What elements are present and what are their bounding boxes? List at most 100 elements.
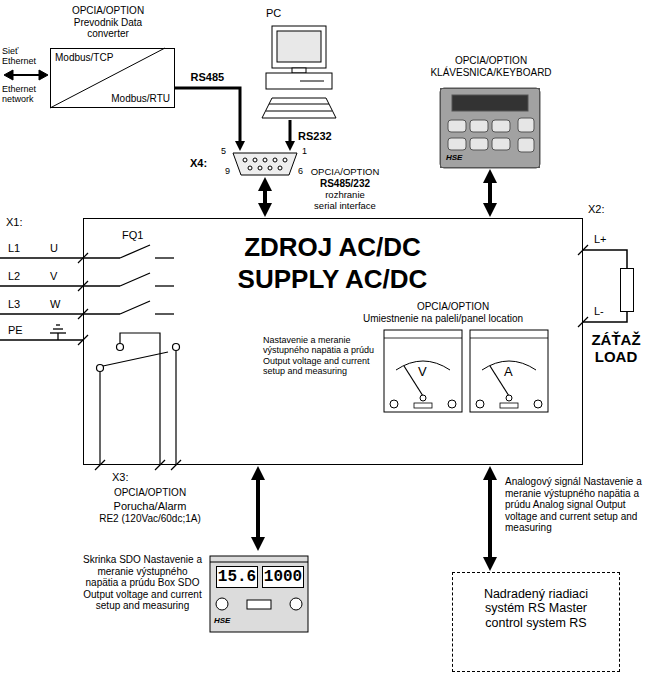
connector <box>583 312 627 322</box>
terminal-marks <box>78 245 588 470</box>
db9-outline <box>233 153 297 175</box>
text-label: 5 <box>221 146 226 156</box>
sdo-box <box>216 598 228 610</box>
alarm-relay-contact <box>103 352 168 366</box>
mains-wires <box>155 313 174 314</box>
pc-icon <box>292 68 306 73</box>
keyboard-panel <box>448 138 466 150</box>
ground-symbol <box>50 325 66 340</box>
alarm-relay-contact <box>175 351 176 465</box>
sdo-box <box>210 562 308 563</box>
db9-pin <box>263 158 267 162</box>
node-text: Skrinka SDO Nastavenie a meranie výstupn… <box>80 554 205 612</box>
ground-symbol <box>56 324 60 325</box>
text-label: Sieť Ethernet <box>2 46 48 67</box>
keyboard-panel <box>440 88 540 168</box>
text-label: W <box>50 298 60 311</box>
text-label: L2 <box>8 270 20 283</box>
alarm-relay-contact <box>99 372 100 465</box>
mains-wires <box>120 273 150 286</box>
sdo-box <box>290 598 302 610</box>
db9-pin <box>268 166 272 170</box>
ethernet-arrow <box>39 70 48 80</box>
text-label: OPCIA/OPTION <box>70 487 230 499</box>
mains-wires <box>0 245 174 340</box>
sdo-box <box>210 556 308 632</box>
node-text: ZÁŤAŽ LOAD <box>584 331 648 366</box>
text-label: V <box>50 270 57 283</box>
mains-wires <box>0 339 83 340</box>
pc-icon <box>262 26 336 118</box>
node-text: Nadradený riadiaci systém RS Master cont… <box>471 587 601 630</box>
mains-wires <box>120 245 150 258</box>
mains-wires <box>120 301 150 314</box>
mains-wires <box>0 313 120 314</box>
text-label: L3 <box>8 298 20 311</box>
text-label: Analogový signál Nastavenie a meranie vý… <box>505 476 652 534</box>
text-label: A <box>504 365 513 380</box>
text-label: L+ <box>594 233 607 246</box>
pc-icon <box>300 81 324 82</box>
node-text: Umiestnenie na paleli/panel location <box>333 313 553 325</box>
text-label: FQ1 <box>122 229 143 242</box>
db9-pin <box>253 158 257 162</box>
edge-label: RS232 <box>296 130 334 143</box>
ethernet-arrow <box>4 70 13 80</box>
sdo-box <box>210 556 308 632</box>
node-text: OPCIA/OPTION Prevodnik Data converter <box>68 5 148 40</box>
db9-pin <box>258 166 262 170</box>
keyboard-panel <box>470 138 488 150</box>
keyboard-panel <box>518 118 534 132</box>
pc-icon <box>262 98 336 118</box>
connector <box>488 176 492 210</box>
text-label: V <box>418 365 427 380</box>
node-text: PC <box>266 7 281 20</box>
connector <box>175 88 240 146</box>
panel-meters: OPCIA/OPTIONUmiestnenie na paleli/panel … <box>263 301 553 419</box>
keyboard-panel <box>492 120 510 132</box>
connector <box>289 120 292 146</box>
text-label: U <box>50 242 58 255</box>
converter-diagonal <box>50 48 165 108</box>
master-control-system: Nadradený riadiaci systém RS Master cont… <box>452 572 620 672</box>
pc-icon <box>266 111 332 112</box>
db9-connector: X4: <box>232 152 298 176</box>
mains-wires <box>0 285 120 286</box>
ethernet-arrow <box>4 70 48 80</box>
keyboard-panel <box>452 95 528 111</box>
text-label: L- <box>594 305 604 318</box>
text-label: HSE <box>214 616 230 625</box>
text-label: rozhranie <box>300 190 390 201</box>
text-label: X1: <box>6 216 23 229</box>
text-label: PE <box>8 324 23 337</box>
db9-pin <box>248 166 252 170</box>
ammeter <box>470 330 548 412</box>
text-label: X2: <box>588 203 605 216</box>
keyboard-panel <box>440 88 540 168</box>
load-resistor: ZÁŤAŽ LOAD <box>620 268 634 312</box>
alarm-relay-contact <box>97 333 180 465</box>
node-text: OPCIA/OPTION <box>353 301 553 313</box>
node-text: SUPPLY AC/DC <box>84 265 581 295</box>
ground-symbol <box>53 328 63 329</box>
mains-wires <box>155 285 174 286</box>
ground-symbol <box>50 332 66 333</box>
text-label: X3: <box>112 471 129 484</box>
node-text: OPCIA/OPTION KLÁVESNICA/KEYBOARD <box>421 55 561 78</box>
voltmeter <box>384 330 462 412</box>
terminal-marks <box>78 335 88 345</box>
data-converter: OPCIA/OPTION Prevodnik Data converterMod… <box>50 48 175 108</box>
pc-icon <box>277 31 321 62</box>
keyboard-panel <box>518 138 534 152</box>
node-text: X4: <box>190 157 207 170</box>
text-label: OPCIA/OPTION <box>300 167 390 178</box>
node-text: Modbus/RTU <box>111 93 170 105</box>
mains-wires <box>0 257 120 258</box>
node-text: 15.6 <box>216 566 258 588</box>
pc-icon <box>269 104 329 105</box>
connector <box>263 184 267 210</box>
db9-pin <box>283 158 287 162</box>
